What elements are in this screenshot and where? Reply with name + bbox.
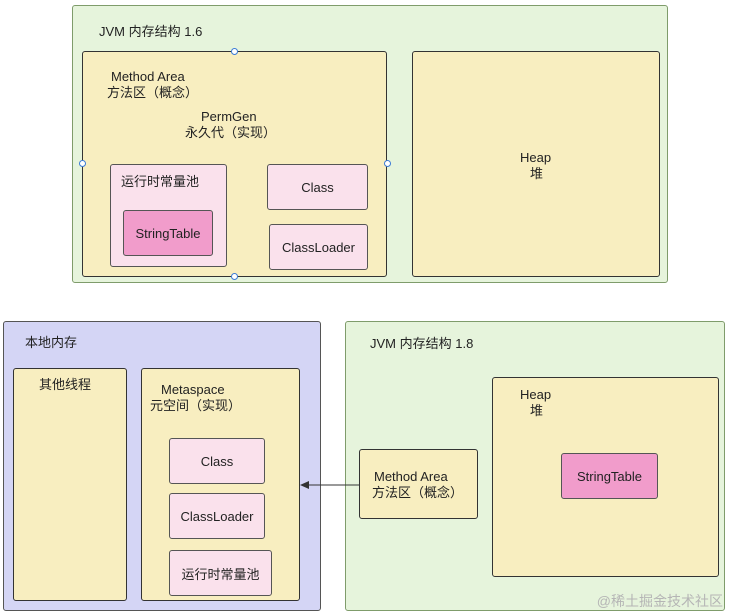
class-metaspace: Class	[169, 438, 265, 484]
jvm-1-8-title: JVM 内存结构 1.8	[370, 336, 474, 351]
runtime-constant-pool-1-6-label: 运行时常量池	[121, 174, 200, 189]
runtime-constant-pool-metaspace-label: 运行时常量池	[181, 566, 260, 582]
selection-handle-left[interactable]	[79, 160, 86, 167]
method-area-1-8-label-zh: 方法区（概念）	[372, 485, 464, 500]
string-table-1-6: StringTable	[123, 210, 213, 256]
jvm-1-6-title: JVM 内存结构 1.6	[99, 24, 203, 39]
method-area-1-6-label-en: Method Area	[111, 69, 185, 84]
native-memory-title: 本地内存	[25, 335, 78, 350]
string-table-1-6-label: StringTable	[135, 225, 201, 241]
string-table-1-8: StringTable	[561, 453, 658, 499]
class-loader-metaspace: ClassLoader	[169, 493, 265, 539]
heap-1-6-label-zh: 堆	[530, 166, 544, 181]
metaspace-label-zh: 元空间（实现）	[150, 398, 242, 413]
watermark: @稀土掘金技术社区	[596, 593, 723, 609]
method-area-1-6-label-zh: 方法区（概念）	[107, 85, 199, 100]
other-threads: 其他线程	[13, 368, 127, 601]
class-loader-1-6-label: ClassLoader	[282, 239, 355, 255]
selection-handle-bottom[interactable]	[231, 273, 238, 280]
heap-1-8-label-zh: 堆	[530, 403, 544, 418]
selection-handle-right[interactable]	[384, 160, 391, 167]
permgen-label-en: PermGen	[201, 109, 257, 124]
class-loader-1-6: ClassLoader	[269, 224, 368, 270]
heap-1-6-label-en: Heap	[520, 150, 552, 165]
heap-1-6: Heap 堆	[412, 51, 660, 277]
class-1-6: Class	[267, 164, 368, 210]
class-metaspace-label: Class	[200, 453, 234, 469]
method-area-1-8-label-en: Method Area	[374, 469, 448, 484]
other-threads-label: 其他线程	[39, 377, 92, 392]
runtime-constant-pool-metaspace: 运行时常量池	[169, 550, 272, 596]
metaspace-label-en: Metaspace	[161, 382, 225, 397]
selection-handle-top[interactable]	[231, 48, 238, 55]
permgen-label-zh: 永久代（实现）	[185, 125, 277, 140]
string-table-1-8-label: StringTable	[576, 468, 643, 484]
class-loader-metaspace-label: ClassLoader	[180, 508, 254, 524]
heap-1-8-label-en: Heap	[520, 387, 552, 402]
class-1-6-label: Class	[301, 179, 334, 195]
method-area-1-8: Method Area 方法区（概念）	[359, 449, 478, 519]
